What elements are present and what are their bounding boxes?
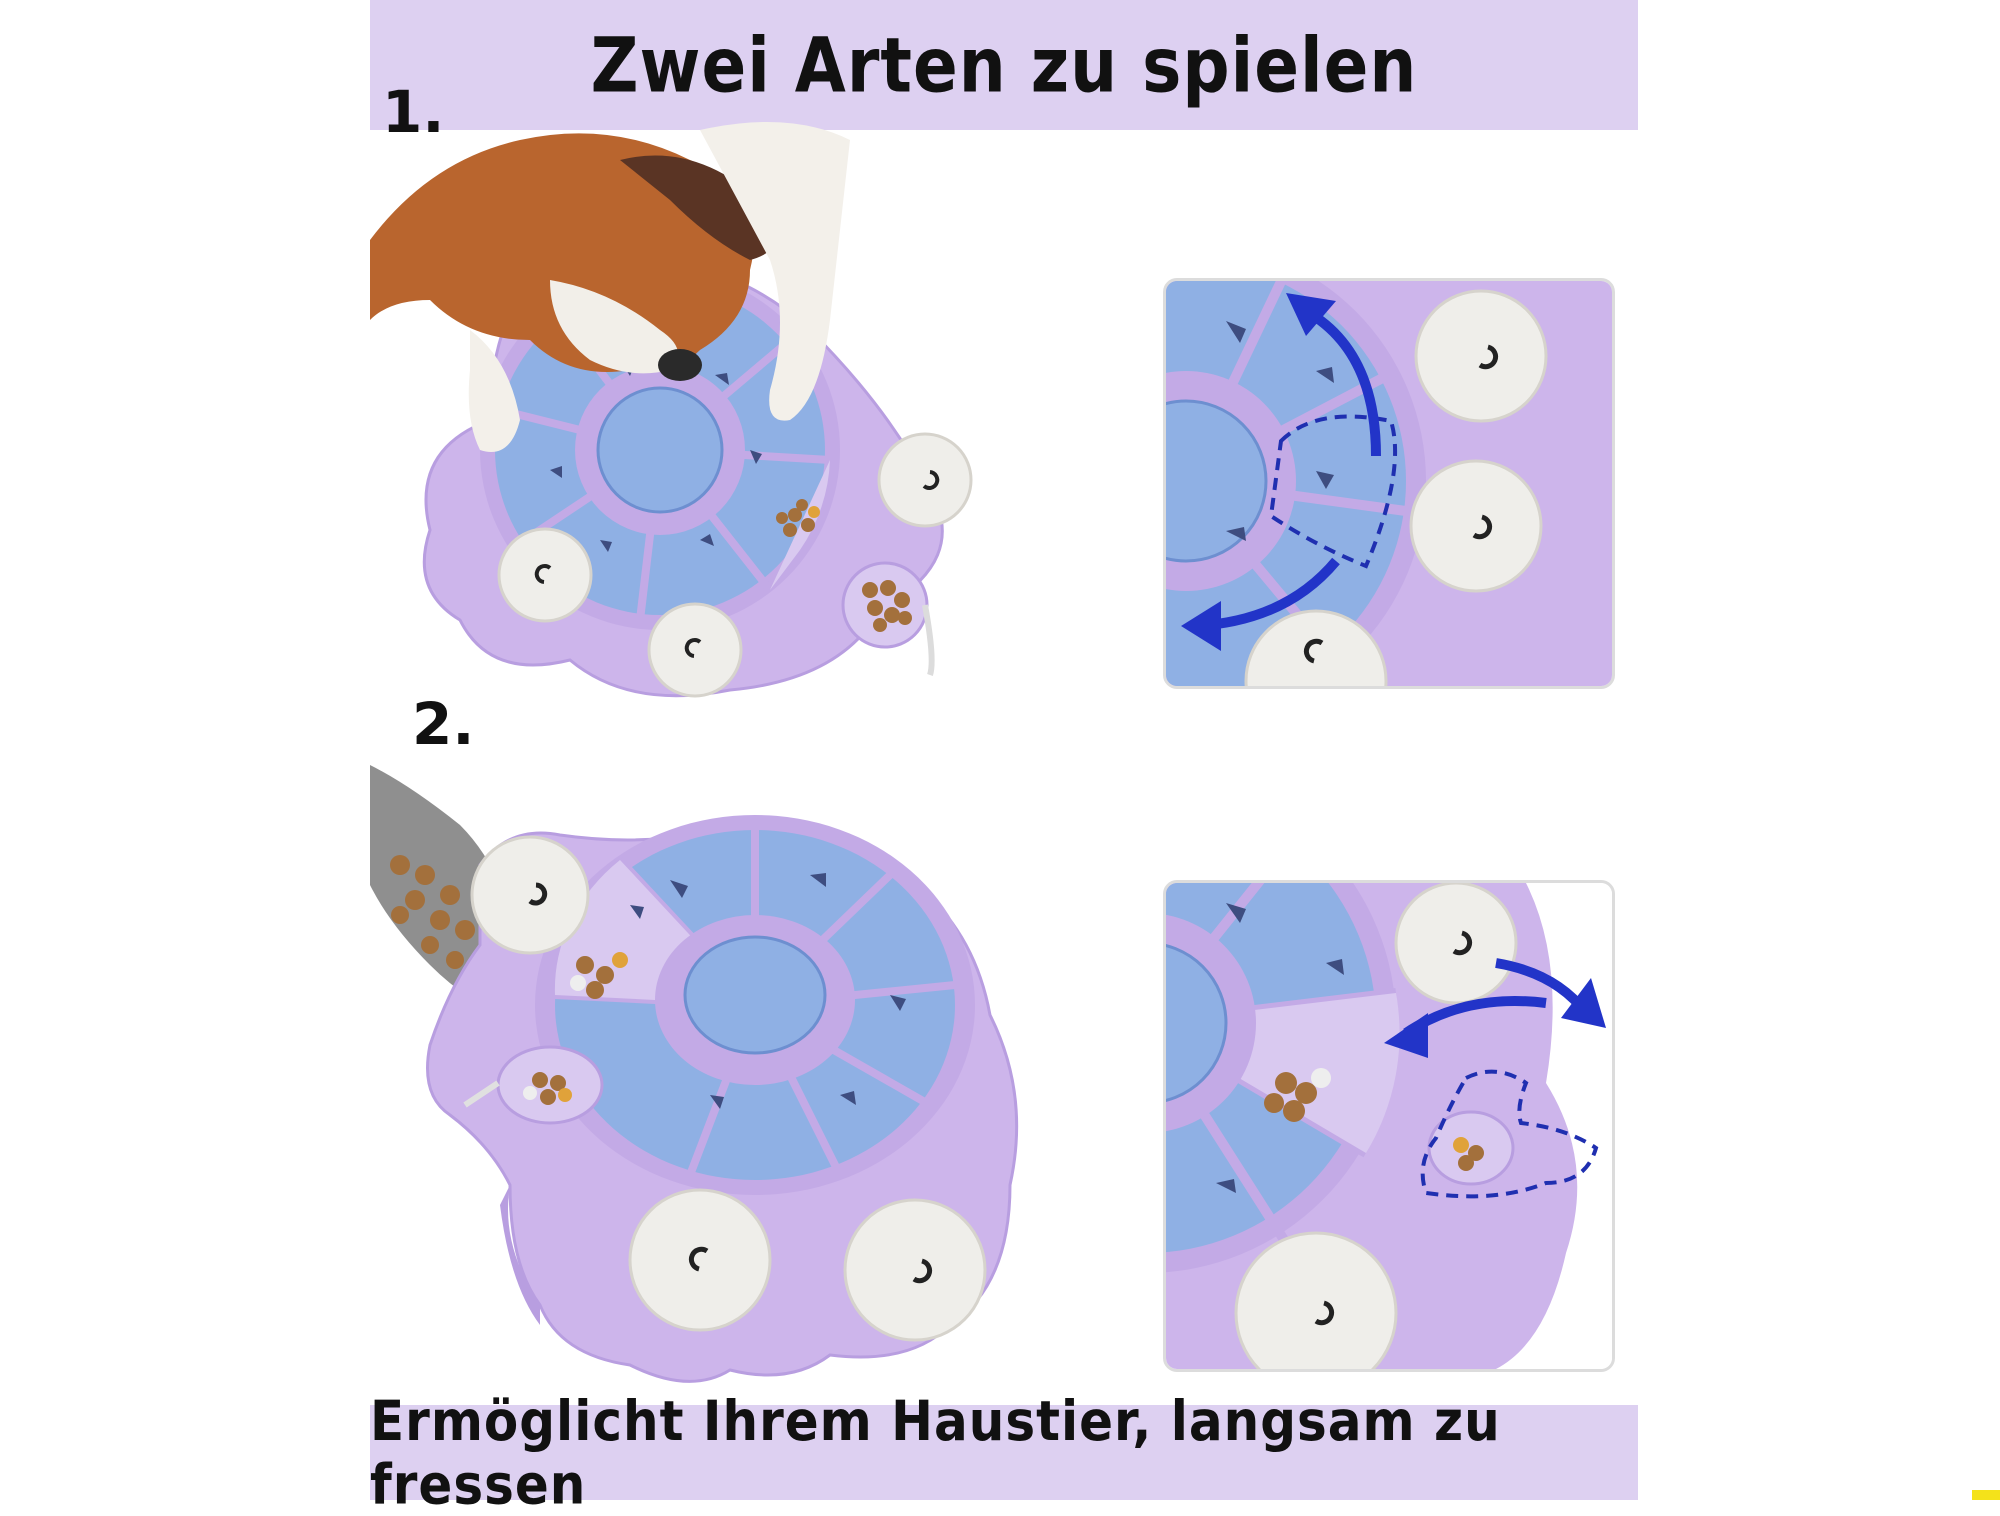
footer-caption: Ermöglicht Ihrem Haustier, langsam zu fr… bbox=[370, 1388, 1501, 1516]
dog-playing-photo bbox=[370, 122, 973, 698]
dog bbox=[370, 122, 850, 452]
rotation-detail-inset bbox=[1163, 278, 1615, 689]
puzzle-toy-side-view bbox=[426, 815, 1019, 1383]
curved-arrow-icon bbox=[1181, 293, 1381, 651]
corner-accent bbox=[1972, 1490, 2000, 1500]
title-band: Zwei Arten zu spielen bbox=[370, 0, 1638, 130]
caption-band: Ermöglicht Ihrem Haustier, langsam zu fr… bbox=[370, 1389, 1638, 1516]
bowl-swing-detail-inset bbox=[1163, 880, 1615, 1372]
step-2-label: 2. bbox=[412, 690, 475, 758]
double-arrow-icon bbox=[1384, 958, 1606, 1058]
step-1-label: 1. bbox=[382, 78, 445, 146]
page-title: Zwei Arten zu spielen bbox=[590, 20, 1418, 110]
toy-filling-photo bbox=[370, 765, 1019, 1383]
